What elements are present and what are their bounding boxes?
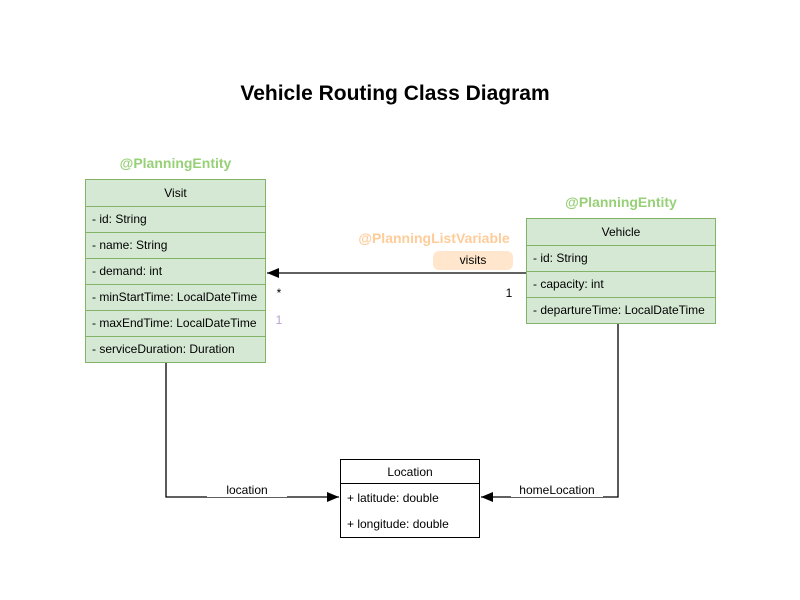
location-class: Location + latitude: double + longitude:… bbox=[340, 459, 480, 538]
location-attribute: + latitude: double bbox=[347, 491, 439, 505]
location-attribute: + longitude: double bbox=[347, 517, 449, 531]
location-edge-label: location bbox=[207, 483, 287, 497]
vehicle-planning-entity-annotation: @PlanningEntity bbox=[565, 194, 677, 210]
visit-planning-entity-annotation: @PlanningEntity bbox=[119, 155, 232, 171]
visit-attribute: - demand: int bbox=[86, 258, 265, 284]
visit-attribute: - serviceDuration: Duration bbox=[86, 336, 265, 362]
vehicle-attribute: - capacity: int bbox=[527, 271, 715, 297]
home-location-edge-label: homeLocation bbox=[511, 483, 603, 497]
visits-multiplicity-one: 1 bbox=[505, 286, 513, 300]
diagram-title: Vehicle Routing Class Diagram bbox=[240, 82, 550, 105]
visit-attribute: - maxEndTime: LocalDateTime bbox=[86, 310, 265, 336]
vehicle-class: Vehicle - id: String - capacity: int - d… bbox=[526, 218, 716, 324]
location-attributes: + latitude: double + longitude: double bbox=[341, 484, 479, 537]
vehicle-attribute: - id: String bbox=[527, 245, 715, 271]
visit-class: Visit - id: String - name: String - dema… bbox=[85, 179, 266, 363]
home-location-edge bbox=[481, 323, 619, 502]
visit-class-name: Visit bbox=[164, 186, 187, 200]
visits-index-label: 1 bbox=[275, 313, 283, 327]
visit-attribute: - id: String bbox=[86, 206, 265, 232]
visits-edge-label: visits bbox=[433, 251, 513, 270]
visits-multiplicity-star: * bbox=[276, 286, 282, 300]
vehicle-attribute: - departureTime: LocalDateTime bbox=[527, 297, 715, 323]
visit-attribute: - minStartTime: LocalDateTime bbox=[86, 284, 265, 310]
location-class-name: Location bbox=[341, 460, 479, 484]
location-edge bbox=[165, 363, 339, 502]
visit-attribute: - name: String bbox=[86, 232, 265, 258]
vehicle-class-name: Vehicle bbox=[601, 225, 641, 239]
planning-list-variable-annotation: @PlanningListVariable bbox=[358, 230, 510, 246]
